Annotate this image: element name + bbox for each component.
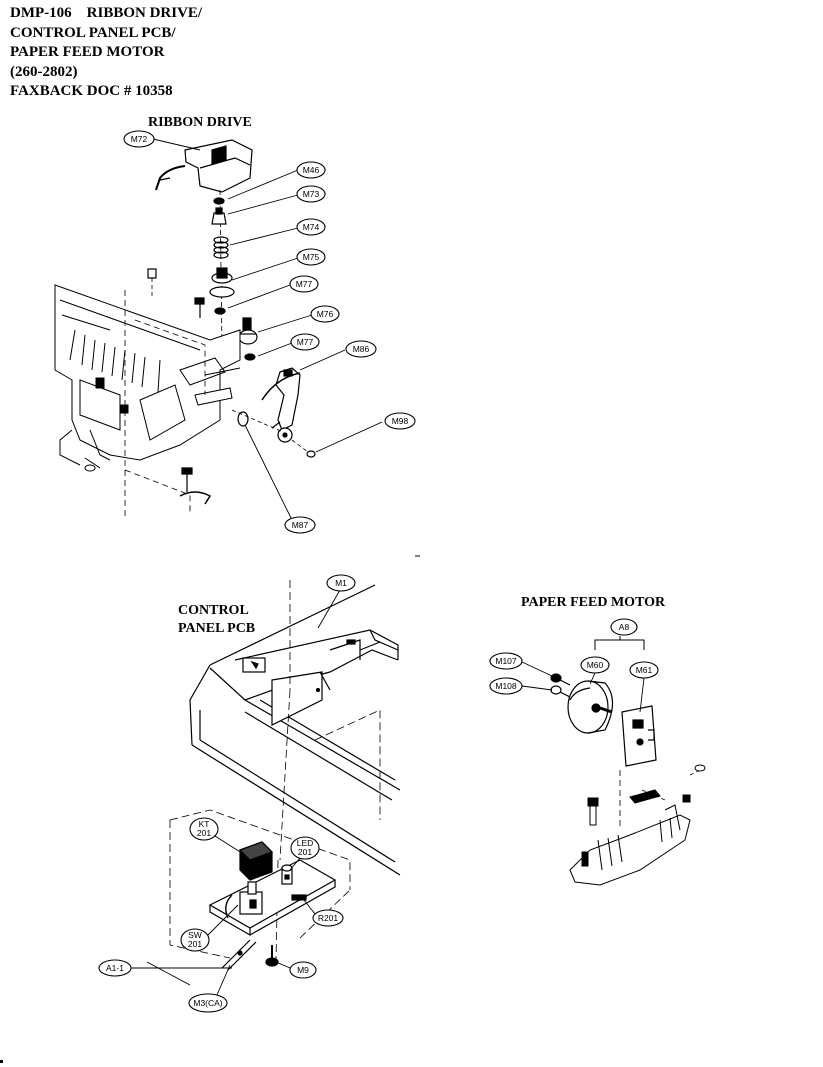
m77-washer-upper <box>214 307 226 315</box>
callout-m107 <box>489 652 523 670</box>
paper-feed-motor-title: PAPER FEED MOTOR <box>521 595 666 610</box>
label-m77-lower: M77 <box>297 337 314 347</box>
label-m86: M86 <box>353 344 370 354</box>
callout-m76 <box>310 305 340 323</box>
label-m107: M107 <box>495 656 517 666</box>
m76-gear <box>238 317 258 345</box>
callout-m61 <box>629 661 659 679</box>
callout-m60 <box>580 656 610 674</box>
callout-m98 <box>384 412 416 430</box>
header-line-model: DMP-106 RIBBON DRIVE/ <box>10 5 203 21</box>
header-line-faxback-doc: FAXBACK DOC # 10358 <box>10 83 173 99</box>
header-line-part-number: (260-2802) <box>10 63 78 80</box>
paper-feed-callouts <box>489 618 659 695</box>
label-m76: M76 <box>317 309 334 319</box>
header-line-control-panel: CONTROL PANEL PCB/ <box>10 24 176 41</box>
label-sw201-line1: SW <box>188 930 202 940</box>
label-m72: M72 <box>131 134 148 144</box>
callout-a8 <box>610 618 638 636</box>
callout-m9 <box>289 961 317 979</box>
ribbon-drive-title: RIBBON DRIVE <box>148 115 252 130</box>
m73-shaft-gear <box>211 212 227 225</box>
label-kt201-line2: 201 <box>197 828 211 838</box>
m3ca-cable <box>221 939 257 971</box>
callout-m77-lower <box>290 333 320 351</box>
label-m108: M108 <box>495 681 517 691</box>
kt201-keytop <box>238 841 274 881</box>
callout-m1 <box>326 574 356 592</box>
m74-spring <box>213 236 229 259</box>
printer-frame <box>54 284 241 472</box>
callout-kt201 <box>189 817 219 841</box>
callout-m3ca <box>188 993 228 1013</box>
m87-spring <box>237 411 249 427</box>
callout-a1-1 <box>98 959 132 977</box>
ribbon-callouts <box>123 130 416 534</box>
paper-feed-motor-assembly <box>521 636 706 886</box>
label-m75: M75 <box>303 252 320 262</box>
document-header: DMP-106 RIBBON DRIVE/ CONTROL PANEL PCB/… <box>10 4 202 102</box>
label-led201-line2: 201 <box>298 847 312 857</box>
callout-led201 <box>290 836 320 860</box>
label-r201: R201 <box>318 913 339 923</box>
label-m74: M74 <box>303 222 320 232</box>
lower-frame-section <box>569 764 706 886</box>
m98-e-ring <box>306 450 316 458</box>
label-m87: M87 <box>292 520 309 530</box>
label-m3ca: M3(CA) <box>193 998 222 1008</box>
callout-m108 <box>489 677 523 695</box>
label-m77-upper: M77 <box>296 279 313 289</box>
m9-screw <box>265 945 279 967</box>
callout-r201 <box>312 909 344 927</box>
label-m98: M98 <box>392 416 409 426</box>
control-panel-title-line2: PANEL PCB <box>178 621 256 636</box>
label-m61: M61 <box>636 665 653 675</box>
callout-m46 <box>296 161 326 179</box>
r201-resistor <box>291 894 307 901</box>
m46-washer <box>213 197 225 205</box>
control-panel-callouts <box>98 574 356 1013</box>
label-sw201-line2: 201 <box>188 939 202 949</box>
m108-washer <box>550 685 571 698</box>
m61-motor-bracket <box>621 705 657 767</box>
label-a1-1: A1-1 <box>106 963 124 973</box>
callout-m86 <box>345 340 377 358</box>
callout-sw201 <box>180 928 210 952</box>
m107-screw <box>550 673 571 686</box>
label-kt201-line1: KT <box>199 819 210 829</box>
control-panel-assembly <box>130 580 401 996</box>
callout-m77-upper <box>289 275 319 293</box>
label-a8: A8 <box>619 622 630 632</box>
label-m9: M9 <box>297 965 309 975</box>
callout-m74 <box>296 218 326 236</box>
label-m1: M1 <box>335 578 347 588</box>
m86-lever <box>261 367 301 443</box>
control-panel-title-line1: CONTROL <box>178 603 249 618</box>
m77-washer-lower <box>244 353 256 361</box>
m1-top-cover <box>189 584 401 876</box>
label-m73: M73 <box>303 189 320 199</box>
m75-gear <box>209 267 235 298</box>
callout-m73 <box>296 185 326 203</box>
callout-m72 <box>123 130 155 148</box>
label-m60: M60 <box>587 660 604 670</box>
label-m46: M46 <box>303 165 320 175</box>
led201-indicator <box>281 864 293 885</box>
header-line-paper-feed: PAPER FEED MOTOR <box>10 44 165 60</box>
m60-motor <box>567 680 614 734</box>
callout-m75 <box>296 248 326 266</box>
ribbon-drive-assembly <box>54 138 383 523</box>
callout-m87 <box>284 516 316 534</box>
label-led201-line1: LED <box>297 838 314 848</box>
ribbon-drive-housing <box>184 139 253 193</box>
